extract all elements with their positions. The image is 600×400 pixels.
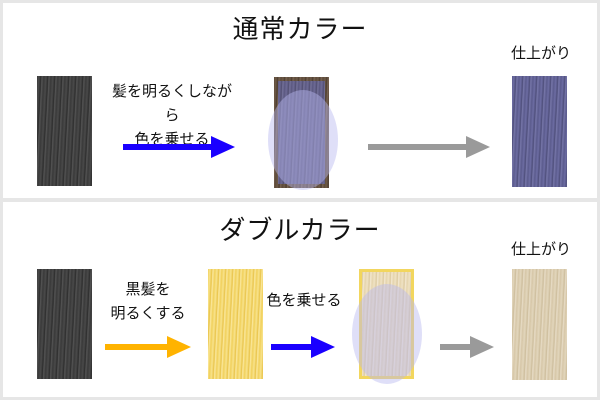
- blue-arrow-double: [271, 336, 335, 358]
- gray-arrow-normal: [368, 136, 490, 158]
- orange-arrow: [105, 336, 191, 358]
- colored-hair-swatch: [274, 77, 329, 188]
- normal-step-label: 髪を明るくしながら 色を乗せる: [111, 82, 232, 148]
- gray-arrow-double: [440, 336, 494, 358]
- normal-finish-swatch: [512, 76, 567, 187]
- normal-color-panel: 通常カラー 髪を明るくしながら 色を乗せる 仕上がり: [3, 3, 597, 198]
- double-colored-hair-swatch: [359, 269, 414, 379]
- blue-arrow-normal: [123, 136, 235, 158]
- lavender-overlay-ellipse: [268, 90, 338, 190]
- normal-color-title: 通常カラー: [232, 15, 368, 45]
- black-hair-swatch: [37, 76, 92, 186]
- double-color-step-label: 色を乗せる: [266, 291, 342, 309]
- normal-finish-label: 仕上がり: [510, 44, 571, 62]
- bleach-step-label: 黒髪を 明るくする: [110, 280, 186, 322]
- double-finish-label: 仕上がり: [510, 240, 571, 258]
- double-finish-swatch: [512, 269, 567, 380]
- double-color-title: ダブルカラー: [219, 216, 381, 246]
- lavender-overlay-ellipse-2: [352, 284, 422, 384]
- double-color-panel: ダブルカラー 黒髪を 明るくする 色を乗せる 仕上がり: [3, 202, 597, 397]
- bleached-hair-swatch: [208, 269, 263, 379]
- black-hair-swatch-2: [37, 269, 92, 379]
